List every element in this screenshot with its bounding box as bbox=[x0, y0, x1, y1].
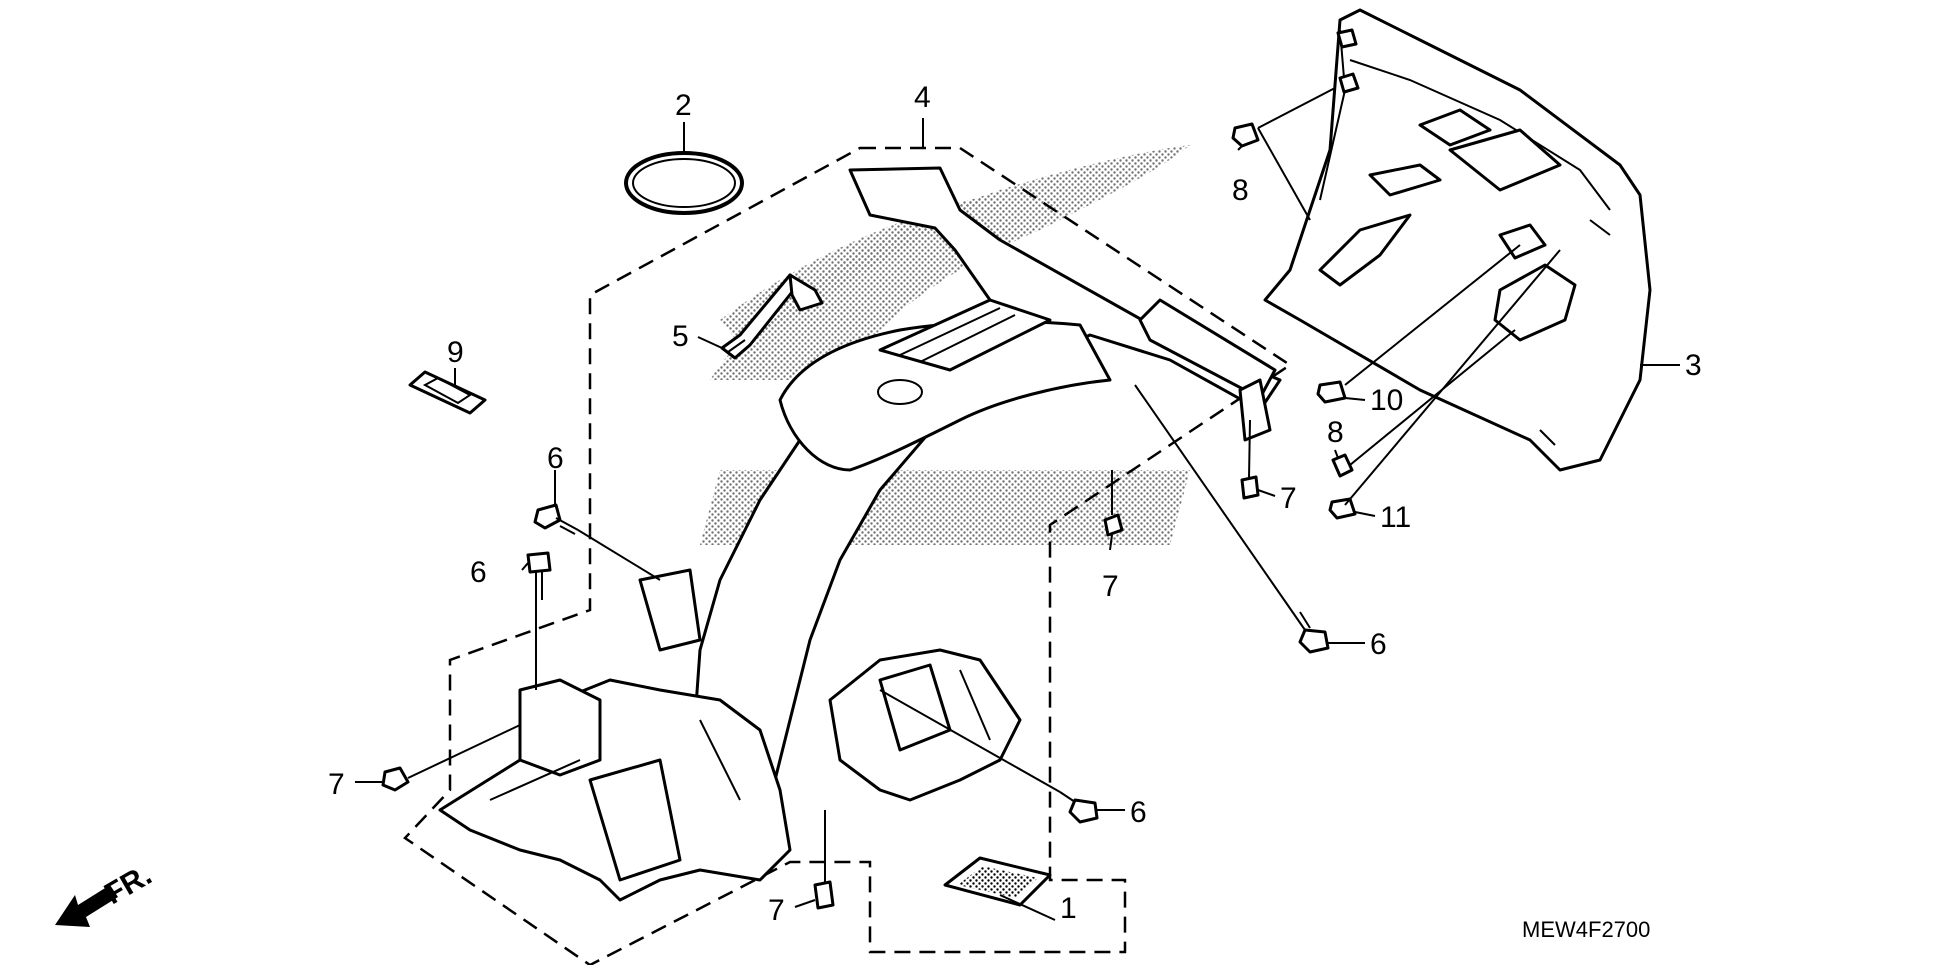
bracket-part-5 bbox=[720, 273, 824, 360]
rear-fender-part-4 bbox=[438, 166, 1282, 902]
assembly-outline-4 bbox=[403, 146, 1293, 965]
callout-2: 2 bbox=[675, 89, 692, 122]
callout-7-a: 7 bbox=[328, 768, 345, 801]
pad-part-9 bbox=[408, 370, 487, 415]
callout-4: 4 bbox=[914, 81, 931, 114]
callout-7-d: 7 bbox=[768, 894, 785, 927]
bolt-part-6-c bbox=[1298, 611, 1330, 654]
foam-pad-part-1 bbox=[943, 856, 1052, 907]
callout-7-b: 7 bbox=[1280, 482, 1297, 515]
clip-part-7-c bbox=[1103, 513, 1124, 537]
callout-6-d: 6 bbox=[1130, 796, 1147, 829]
leader-lines bbox=[355, 87, 1680, 921]
callout-9: 9 bbox=[447, 336, 464, 369]
nut-part-8-b bbox=[1331, 453, 1354, 478]
callout-7-c: 7 bbox=[1102, 570, 1119, 603]
nut-part-10 bbox=[1316, 380, 1347, 404]
fender-cover-part-3 bbox=[1263, 8, 1652, 472]
callout-6-b: 6 bbox=[470, 556, 487, 589]
bolt-part-6-a bbox=[533, 503, 579, 535]
clip-part-7-b bbox=[1240, 475, 1260, 500]
callout-5: 5 bbox=[672, 320, 689, 353]
o-ring-part-2 bbox=[624, 151, 744, 215]
diagram-code: MEW4F2700 bbox=[1522, 917, 1650, 942]
callout-8-a: 8 bbox=[1232, 174, 1249, 207]
clip-part-7-a bbox=[381, 766, 410, 792]
callout-labels: 2 4 1 3 5 9 6 6 6 6 7 7 7 7 8 8 10 11 bbox=[328, 81, 1702, 927]
callout-3: 3 bbox=[1685, 349, 1702, 382]
callout-6-c: 6 bbox=[1370, 628, 1387, 661]
clip-part-7-d bbox=[813, 880, 835, 910]
nut-part-8-a bbox=[1231, 122, 1260, 148]
callout-6-a: 6 bbox=[547, 442, 564, 475]
front-direction-arrow: FR. bbox=[55, 858, 157, 927]
callout-8-b: 8 bbox=[1327, 416, 1344, 449]
bolt-part-6-b bbox=[526, 551, 552, 600]
nut-part-11 bbox=[1328, 497, 1357, 520]
bolt-part-6-d bbox=[1059, 791, 1099, 824]
callout-10: 10 bbox=[1370, 384, 1403, 417]
callout-1: 1 bbox=[1060, 892, 1077, 925]
callout-11: 11 bbox=[1380, 501, 1411, 534]
